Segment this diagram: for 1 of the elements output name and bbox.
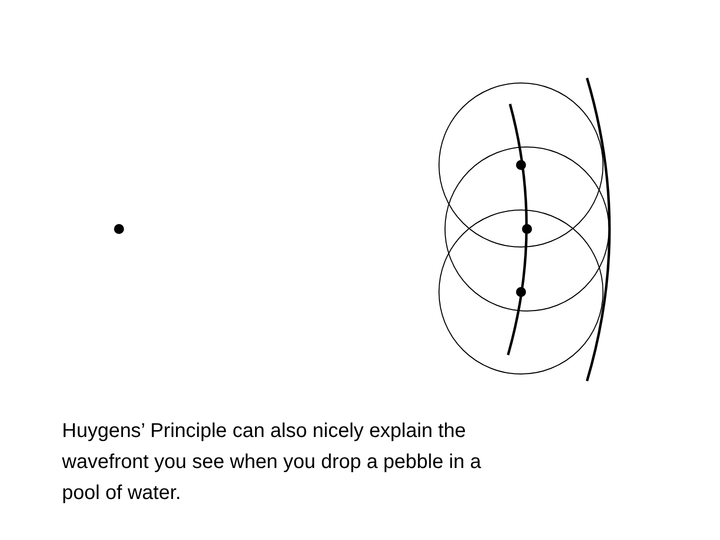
caption-text: Huygens’ Principle can also nicely explain the wavefront you see when you drop a pebble in a pool of water.: [62, 419, 482, 506]
